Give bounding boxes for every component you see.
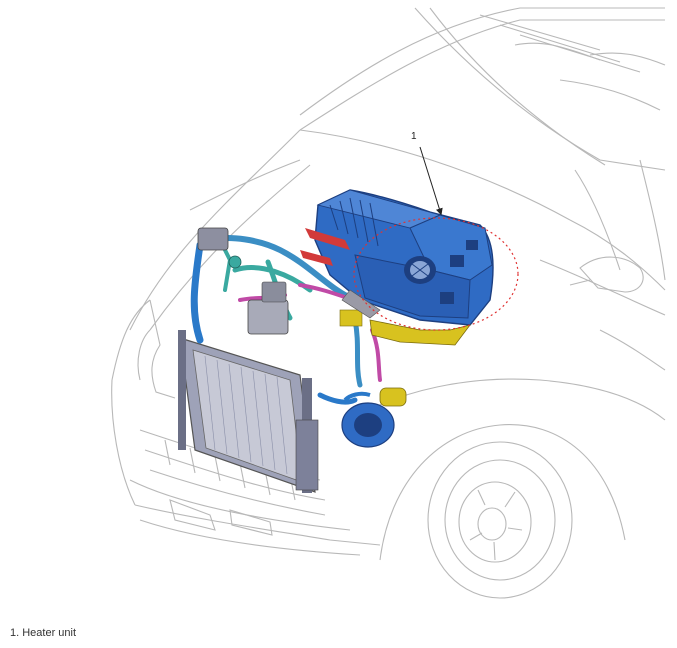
callout-leader-line	[419, 146, 443, 216]
engine-bay-diagram	[111, 7, 666, 599]
heater-highlight-ellipse	[353, 217, 519, 331]
compressor	[341, 387, 407, 448]
figure-legend: 1. Heater unit	[10, 627, 76, 639]
callout-number-1: 1	[411, 131, 417, 142]
legend-item-heater-unit: 1. Heater unit	[10, 627, 77, 639]
coolant-components	[197, 227, 363, 335]
heater-unit	[300, 189, 494, 346]
radiator	[178, 330, 319, 493]
